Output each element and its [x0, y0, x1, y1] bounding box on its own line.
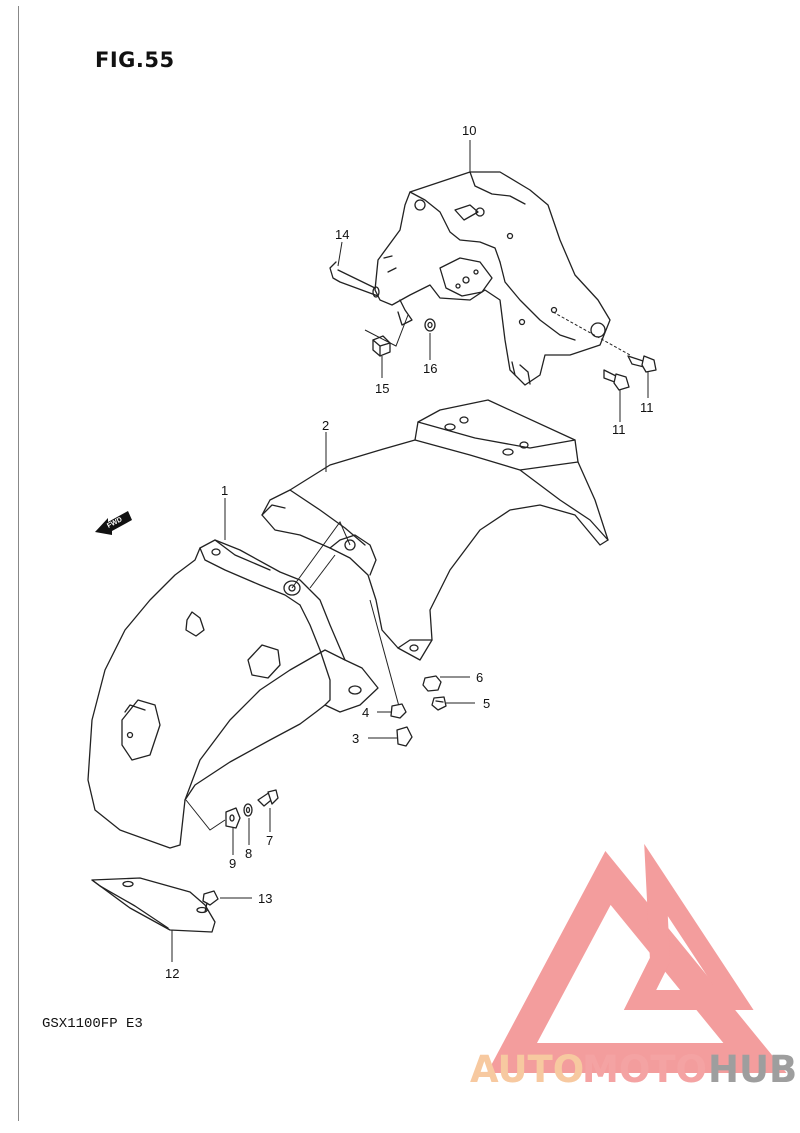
label-6: 6 — [476, 670, 483, 685]
label-13: 13 — [258, 891, 272, 906]
label-leader-lines — [171, 140, 649, 962]
leader-9-hole — [185, 799, 226, 831]
fwd-direction-badge: FWD — [95, 511, 132, 535]
part-number-labels: 10 14 15 16 11 11 2 1 6 5 4 3 7 8 9 13 1… — [165, 123, 654, 981]
part-6-nut — [422, 675, 442, 692]
leader-15-bracket — [364, 314, 409, 347]
leader-4-hole — [369, 599, 401, 711]
label-15: 15 — [375, 381, 389, 396]
part-16-nut — [424, 318, 436, 332]
label-4: 4 — [362, 705, 369, 720]
label-12: 12 — [165, 966, 179, 981]
part-8-washer — [243, 803, 253, 817]
part-14-pin — [329, 261, 380, 298]
label-2: 2 — [322, 418, 329, 433]
part-9-nut — [225, 807, 241, 829]
part-7-screw — [257, 789, 279, 807]
part-5-screw — [431, 696, 447, 711]
leader-1-2-link — [291, 520, 351, 589]
watermark-logo — [487, 843, 787, 1073]
watermark-hub: HUB — [708, 1048, 797, 1091]
watermark-text: AUTO MOTO HUB — [470, 1048, 797, 1091]
page-left-border — [18, 6, 19, 1121]
part-10-bracket — [374, 171, 611, 386]
part-13-screw — [202, 890, 219, 913]
label-7: 7 — [266, 833, 273, 848]
part-11-bolt-b — [603, 369, 630, 391]
label-1: 1 — [221, 483, 228, 498]
part-11-bolt-a — [627, 355, 657, 373]
label-8: 8 — [245, 846, 252, 861]
label-5: 5 — [483, 696, 490, 711]
label-14: 14 — [335, 227, 349, 242]
figure-title: FIG.55 — [95, 48, 175, 72]
label-3: 3 — [352, 731, 359, 746]
arrow-left-icon — [95, 511, 132, 535]
part-2-inner-fender — [261, 399, 609, 661]
part-12-plate — [91, 877, 216, 933]
leader-1-2-link-b — [309, 554, 336, 589]
label-11-a: 11 — [640, 400, 654, 415]
part-1-rear-fender — [87, 539, 379, 849]
label-10: 10 — [462, 123, 476, 138]
label-11-b: 11 — [612, 422, 626, 437]
label-9: 9 — [229, 856, 236, 871]
watermark-auto: AUTO — [470, 1048, 584, 1091]
part-4-clip — [390, 703, 407, 719]
model-code: GSX1100FP E3 — [42, 1016, 143, 1032]
label-16: 16 — [423, 361, 437, 376]
part-3-bolt — [396, 726, 413, 747]
watermark-moto: MOTO — [582, 1048, 707, 1091]
